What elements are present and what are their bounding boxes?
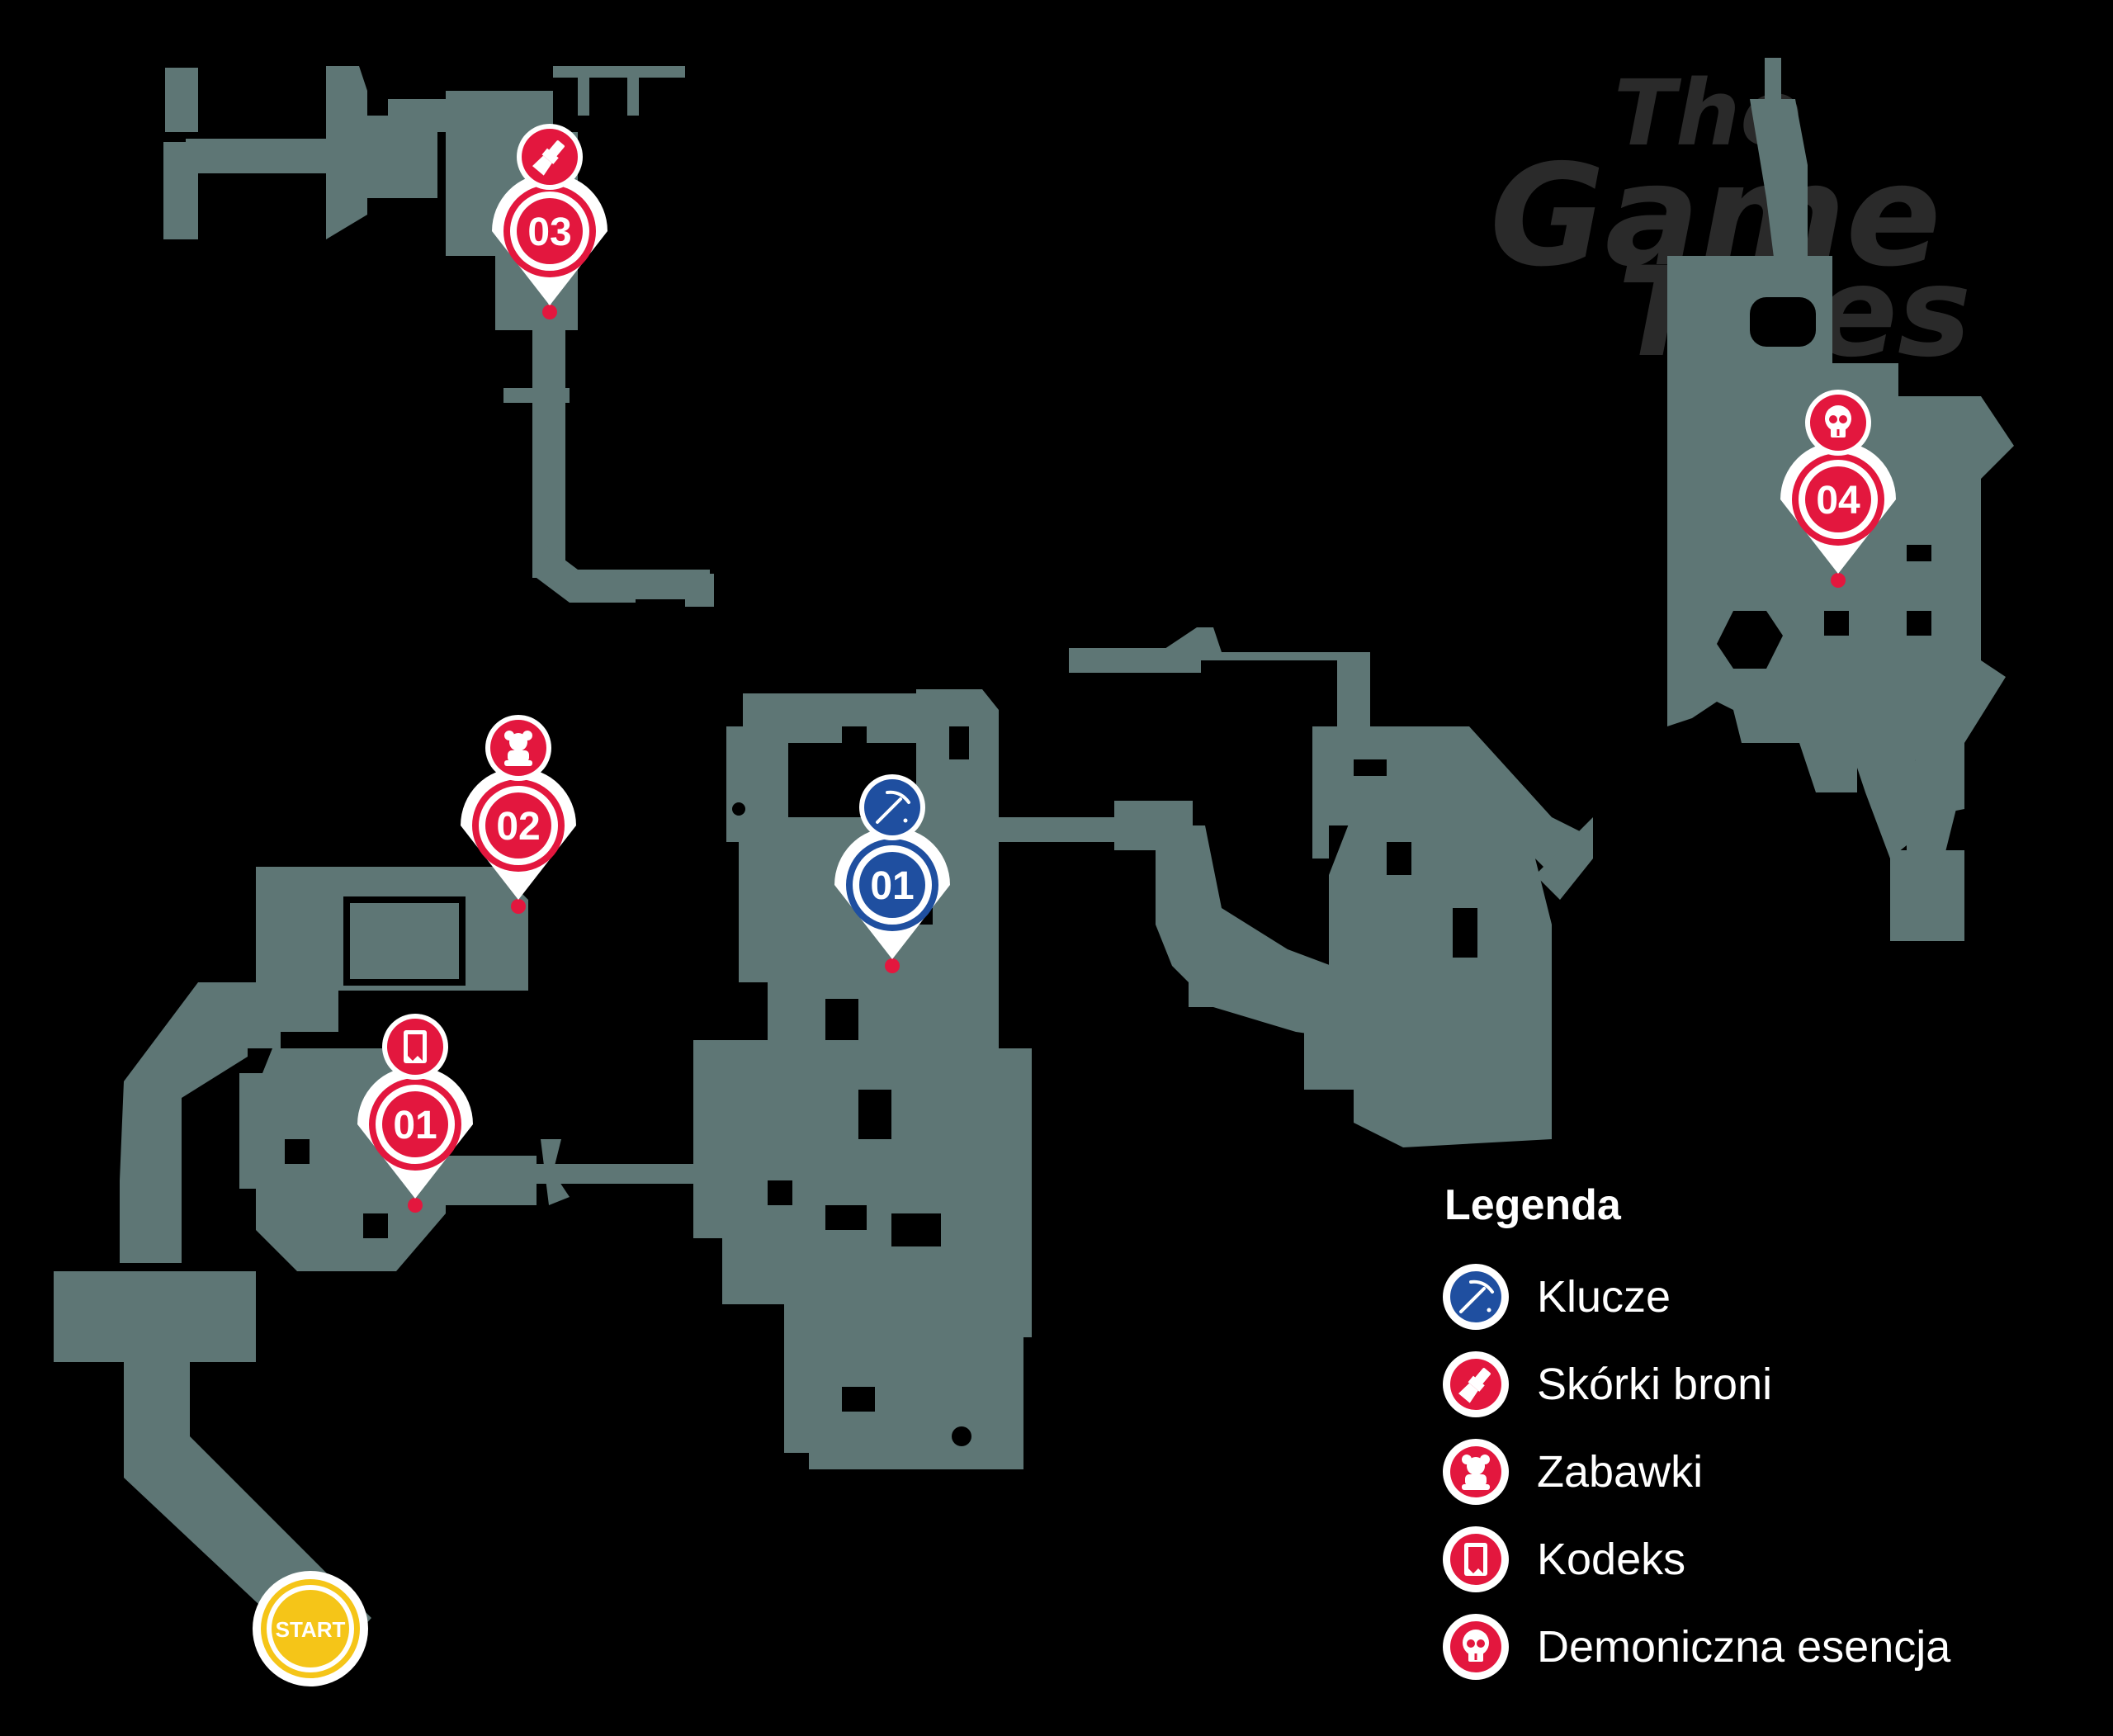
marker-number: 03 <box>527 210 571 254</box>
area-north-west <box>163 66 714 607</box>
marker-03[interactable]: 03 <box>492 124 607 319</box>
marker-01-blue[interactable]: 01 <box>834 774 950 973</box>
brush-icon <box>517 124 583 190</box>
book-icon <box>1443 1526 1509 1592</box>
marker-pin-dot <box>885 958 900 973</box>
sawblade-icon <box>1792 453 1884 546</box>
legend-item-kodeks: Kodeks <box>1443 1516 2070 1603</box>
legend-panel: Legenda Klucze Skórki broni Zabawki <box>1443 1180 2070 1691</box>
pickaxe-icon <box>1443 1264 1509 1330</box>
book-icon <box>382 1014 448 1080</box>
legend-label: Kodeks <box>1537 1535 1686 1584</box>
skull-icon <box>1805 390 1871 456</box>
legend-label: Zabawki <box>1537 1447 1704 1497</box>
legend-item-demoniczna-esencja: Demoniczna esencja <box>1443 1603 2070 1691</box>
map-room-holes <box>285 297 1931 1446</box>
start-label: START <box>276 1617 346 1642</box>
legend-label: Demoniczna esencja <box>1537 1622 1951 1672</box>
teddy-bear-icon <box>485 715 551 781</box>
legend-label: Skórki broni <box>1537 1360 1773 1409</box>
sawblade-icon <box>503 185 596 277</box>
marker-number: 02 <box>496 805 540 849</box>
marker-01-red[interactable]: 01 <box>357 1014 473 1213</box>
area-south-west <box>54 867 726 1667</box>
marker-number: 01 <box>393 1104 437 1147</box>
marker-pin-dot <box>408 1198 423 1213</box>
brush-icon <box>1443 1351 1509 1417</box>
marker-02[interactable]: 02 <box>461 715 576 914</box>
sawblade-icon <box>369 1078 461 1171</box>
area-middle <box>693 689 1193 1469</box>
marker-pin-dot <box>1831 573 1846 588</box>
start-marker[interactable]: START <box>253 1571 368 1686</box>
legend-label: Klucze <box>1537 1272 1671 1322</box>
sawblade-icon <box>472 779 565 872</box>
area-centre-east <box>1069 627 1593 1147</box>
legend-item-klucze: Klucze <box>1443 1253 2070 1341</box>
pickaxe-icon <box>859 774 925 840</box>
marker-pin-dot <box>511 899 526 914</box>
marker-number: 01 <box>870 864 914 908</box>
sawblade-icon <box>846 839 938 931</box>
skull-icon <box>1443 1614 1509 1680</box>
legend-item-skorki-broni: Skórki broni <box>1443 1341 2070 1428</box>
marker-04[interactable]: 04 <box>1780 390 1896 588</box>
marker-number: 04 <box>1816 479 1860 523</box>
marker-pin-dot <box>542 305 557 319</box>
teddy-bear-icon <box>1443 1439 1509 1505</box>
legend-title: Legenda <box>1444 1181 1621 1229</box>
legend-item-zabawki: Zabawki <box>1443 1428 2070 1516</box>
